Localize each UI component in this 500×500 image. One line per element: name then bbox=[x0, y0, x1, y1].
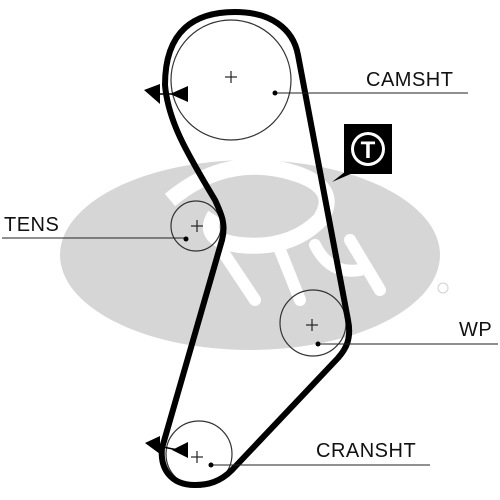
tensioner-label: TENS bbox=[4, 214, 60, 236]
crankshaft-center-icon bbox=[191, 451, 203, 463]
water-pump-center-icon bbox=[306, 319, 318, 331]
gates-watermark-logo bbox=[60, 158, 449, 350]
tensioner-leader bbox=[2, 236, 189, 242]
camshaft-center-icon bbox=[225, 71, 237, 83]
crankshaft-timing-arrow-icon bbox=[145, 436, 188, 458]
water-pump-leader bbox=[315, 341, 498, 347]
tensioner-center-icon bbox=[191, 220, 203, 232]
camshaft-pulley bbox=[170, 19, 292, 141]
camshaft-leader bbox=[272, 90, 468, 96]
tensioner-t-badge-icon: T bbox=[332, 124, 392, 182]
crankshaft-label: CRANSHT bbox=[316, 440, 417, 462]
timing-belt bbox=[158, 9, 353, 488]
camshaft-timing-arrow-icon bbox=[144, 84, 188, 104]
camshaft-label: CAMSHT bbox=[366, 69, 454, 91]
crankshaft-leader bbox=[208, 462, 430, 468]
badge-letter: T bbox=[361, 137, 376, 164]
water-pump-label: WP bbox=[459, 319, 493, 341]
